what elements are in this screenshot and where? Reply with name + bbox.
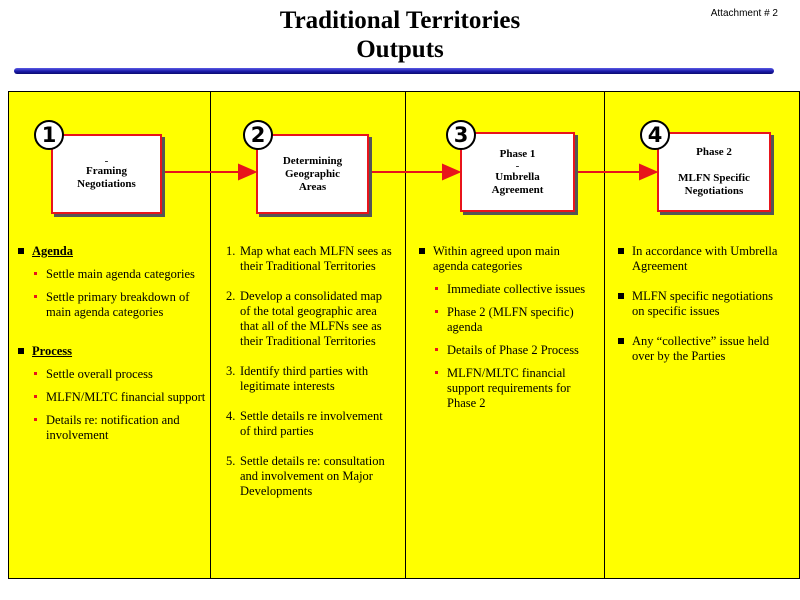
item-text: Settle details re involvement of third p…	[240, 409, 383, 438]
list-item: Phase 2 (MLFN specific) agenda	[433, 305, 591, 335]
item-text: Settle details re: consultation and invo…	[240, 454, 385, 498]
column-mlfn-specific-negotiations: In accordance with Umbrella Agreement ML…	[618, 244, 788, 364]
step-box-framing-negotiations: - Framing Negotiations	[51, 134, 162, 214]
attachment-label: Attachment # 2	[710, 8, 778, 19]
arrow-3-to-4-head	[639, 163, 659, 181]
list-item: Details re: notification and involvement	[32, 413, 206, 443]
item-number: 5.	[226, 454, 236, 468]
lead-text: Within agreed upon main agenda categorie…	[433, 244, 560, 273]
list-item: 4. Settle details re involvement of thir…	[226, 409, 392, 439]
process-heading: Process	[32, 344, 73, 358]
list-item: Immediate collective issues	[433, 282, 591, 297]
step-3-line: Umbrella	[495, 170, 540, 183]
step-2-line: Areas	[298, 180, 327, 193]
item-number: 3.	[226, 364, 236, 378]
list-item: MLFN specific negotiations on specific i…	[618, 289, 788, 319]
step-number-badge: 1	[34, 120, 64, 150]
list-item: Details of Phase 2 Process	[433, 343, 591, 358]
column-divider	[405, 91, 406, 579]
page-title: Traditional Territories Outputs	[0, 6, 800, 64]
list-item: 5. Settle details re: consultation and i…	[226, 454, 392, 499]
list-item: Settle main agenda categories	[32, 267, 206, 282]
step-3-line: Phase 1	[499, 147, 536, 160]
list-item: 1. Map what each MLFN sees as their Trad…	[226, 244, 392, 274]
list-item: Any “collective” issue held over by the …	[618, 334, 788, 364]
item-text: Map what each MLFN sees as their Traditi…	[240, 244, 392, 273]
list-item: 3. Identify third parties with legitimat…	[226, 364, 392, 394]
column-framing-negotiations: Agenda Settle main agenda categories Set…	[18, 244, 206, 443]
step-1-line: -	[104, 155, 109, 167]
step-box-umbrella-agreement: Phase 1 - Umbrella Agreement	[460, 132, 575, 212]
list-item: In accordance with Umbrella Agreement	[618, 244, 788, 274]
title-rule	[14, 68, 774, 74]
item-text: Develop a consolidated map of the total …	[240, 289, 382, 348]
column-determining-geographic-areas: 1. Map what each MLFN sees as their Trad…	[226, 244, 392, 514]
step-3-line: Agreement	[491, 183, 544, 196]
list-item: Settle primary breakdown of main agenda …	[32, 290, 206, 320]
arrow-2-to-3-head	[442, 163, 462, 181]
list-item: Settle overall process	[32, 367, 206, 382]
arrow-1-to-2-head	[238, 163, 258, 181]
agenda-section: Agenda Settle main agenda categories Set…	[18, 244, 206, 320]
column-divider	[604, 91, 605, 579]
agenda-heading: Agenda	[32, 244, 73, 258]
step-4-line: Negotiations	[684, 185, 744, 197]
step-4-line: Phase 2	[696, 146, 732, 158]
step-number-badge: 2	[243, 120, 273, 150]
step-box-mlfn-specific-negotiations: Phase 2 MLFN Specific Negotiations	[657, 132, 771, 212]
step-3-line: -	[515, 159, 520, 172]
step-number-badge: 3	[446, 120, 476, 150]
item-number: 4.	[226, 409, 236, 423]
step-1-line: Negotiations	[77, 178, 136, 190]
item-number: 1.	[226, 244, 236, 258]
step-1-line: Framing	[86, 165, 127, 177]
column-umbrella-agreement: Within agreed upon main agenda categorie…	[419, 244, 591, 411]
step-4-line: MLFN Specific	[678, 172, 750, 184]
list-item: MLFN/MLTC financial support requirements…	[433, 366, 591, 411]
step-box-determining-geographic-areas: Determining Geographic Areas	[256, 134, 369, 214]
title-line-2: Outputs	[356, 36, 444, 63]
list-item: 2. Develop a consolidated map of the tot…	[226, 289, 392, 349]
item-text: Identify third parties with legitimate i…	[240, 364, 369, 393]
list-item: MLFN/MLTC financial support	[32, 390, 206, 405]
lead-item: Within agreed upon main agenda categorie…	[419, 244, 591, 411]
item-number: 2.	[226, 289, 236, 303]
step-2-line: Determining	[282, 154, 343, 167]
column-divider	[210, 91, 211, 579]
step-number-badge: 4	[640, 120, 670, 150]
step-2-line: Geographic	[285, 167, 340, 180]
title-line-1: Traditional Territories	[279, 7, 521, 34]
process-section: Process Settle overall process MLFN/MLTC…	[18, 344, 206, 443]
